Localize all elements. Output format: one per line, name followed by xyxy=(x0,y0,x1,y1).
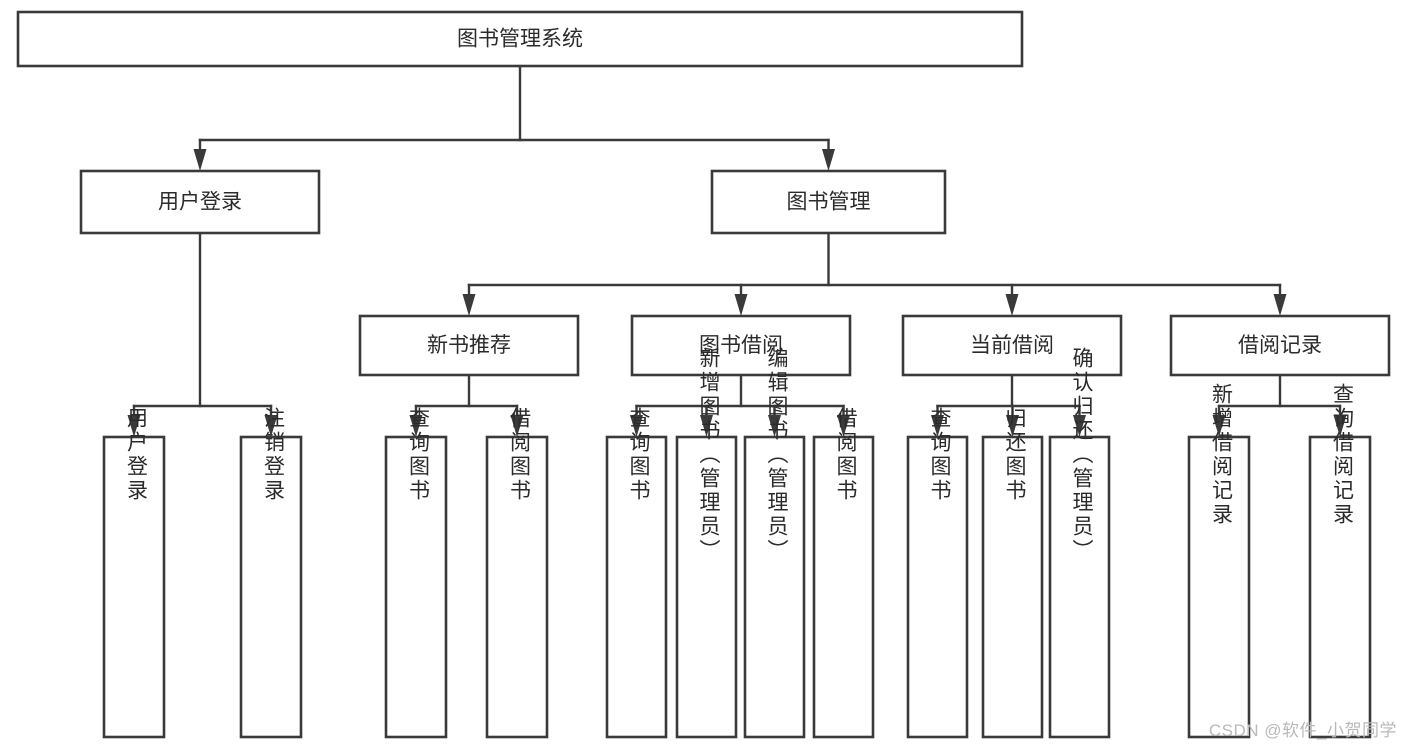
node-user-login[interactable]: 用户登录 xyxy=(79,169,321,235)
edge-group-borrow-record xyxy=(1212,373,1347,437)
edge-group-user-login xyxy=(127,231,278,437)
node-leaf-logout[interactable]: 注销登录 xyxy=(239,407,303,739)
node-label: 归还图书 xyxy=(1003,407,1027,503)
edge-group-current-borrow xyxy=(931,373,1086,437)
edge-arrowhead xyxy=(1273,294,1287,316)
edge-arrowhead xyxy=(1005,294,1019,316)
node-box xyxy=(485,435,549,739)
node-label: 查询图书 xyxy=(627,407,651,503)
edge-group-root xyxy=(193,64,835,171)
node-label: 查询图书 xyxy=(406,407,430,503)
node-box xyxy=(675,435,738,739)
node-label: 图书管理 xyxy=(787,191,871,214)
node-label: 用户登录 xyxy=(124,407,148,503)
node-box xyxy=(981,435,1044,739)
node-label: 注销登录 xyxy=(261,407,285,503)
node-leaf-return-book[interactable]: 归还图书 xyxy=(981,407,1044,739)
node-label: 新增借阅记录 xyxy=(1209,383,1233,527)
node-box xyxy=(710,169,947,235)
edge-arrowhead xyxy=(837,415,850,437)
node-box xyxy=(1187,435,1251,739)
edge-arrowhead xyxy=(768,415,781,437)
node-box xyxy=(630,314,852,377)
edge-arrowhead xyxy=(1333,415,1347,437)
node-box xyxy=(16,10,1024,68)
edge-arrowhead xyxy=(510,415,524,437)
node-label: 新增图书（管理员） xyxy=(697,347,721,563)
node-label: 借阅记录 xyxy=(1238,334,1322,357)
edge-arrowhead xyxy=(734,294,748,316)
edge-arrowhead xyxy=(931,415,944,437)
node-box xyxy=(901,314,1123,377)
node-leaf-query-record[interactable]: 查询借阅记录 xyxy=(1308,383,1372,739)
node-label: 编辑图书（管理员） xyxy=(765,347,789,563)
edge-arrowhead xyxy=(193,149,207,171)
node-label: 借阅图书 xyxy=(507,407,531,503)
node-new-book-rec[interactable]: 新书推荐 xyxy=(358,314,580,377)
node-label: 当前借阅 xyxy=(970,334,1054,357)
node-borrow-record[interactable]: 借阅记录 xyxy=(1169,314,1391,377)
node-box xyxy=(1048,435,1111,739)
node-label: 确认归还（管理员） xyxy=(1070,347,1094,563)
node-root[interactable]: 图书管理系统 xyxy=(16,10,1024,68)
node-box xyxy=(812,435,875,739)
edge-arrowhead xyxy=(822,149,835,171)
edge-arrowhead xyxy=(127,415,141,437)
edge-arrowhead xyxy=(264,415,278,437)
node-leaf-confirm-return[interactable]: 确认归还（管理员） xyxy=(1048,347,1111,739)
edge-arrowhead xyxy=(630,415,643,437)
node-current-borrow[interactable]: 当前借阅 xyxy=(901,314,1123,377)
node-leaf-query-book-1[interactable]: 查询图书 xyxy=(384,407,448,739)
edge-arrowhead xyxy=(1212,415,1226,437)
node-box xyxy=(1169,314,1391,377)
edge-group-book-borrow xyxy=(630,373,850,437)
node-label: 新书推荐 xyxy=(427,334,511,357)
edge-arrowhead xyxy=(1073,415,1086,437)
edge-arrowhead xyxy=(462,294,476,316)
node-box xyxy=(358,314,580,377)
node-leaf-borrow-book-2[interactable]: 借阅图书 xyxy=(812,407,875,739)
node-box xyxy=(743,435,806,739)
edge-arrowhead xyxy=(700,415,713,437)
edge-group-new-book-rec xyxy=(409,373,524,437)
node-book-manage[interactable]: 图书管理 xyxy=(710,169,947,235)
node-book-borrow[interactable]: 图书借阅 xyxy=(630,314,852,377)
node-leaf-add-record[interactable]: 新增借阅记录 xyxy=(1187,383,1251,739)
node-leaf-add-book[interactable]: 新增图书（管理员） xyxy=(675,347,738,739)
node-box xyxy=(102,435,166,739)
node-leaf-borrow-book-1[interactable]: 借阅图书 xyxy=(485,407,549,739)
edge-group-book-manage xyxy=(462,231,1287,316)
node-box xyxy=(384,435,448,739)
edges-layer xyxy=(127,64,1347,437)
node-leaf-query-book-2[interactable]: 查询图书 xyxy=(605,407,668,739)
node-label: 用户登录 xyxy=(158,191,242,214)
node-leaf-query-book-3[interactable]: 查询图书 xyxy=(906,407,969,739)
node-box xyxy=(906,435,969,739)
edge-arrowhead xyxy=(1006,415,1019,437)
node-label: 图书借阅 xyxy=(699,334,783,357)
node-label: 图书管理系统 xyxy=(457,28,583,51)
node-label: 查询借阅记录 xyxy=(1330,383,1354,527)
node-box xyxy=(239,435,303,739)
node-label: 查询图书 xyxy=(928,407,952,503)
node-label: 借阅图书 xyxy=(834,407,858,503)
node-box xyxy=(79,169,321,235)
node-leaf-edit-book[interactable]: 编辑图书（管理员） xyxy=(743,347,806,739)
node-box xyxy=(1308,435,1372,739)
node-box xyxy=(605,435,668,739)
node-leaf-user-login[interactable]: 用户登录 xyxy=(102,407,166,739)
edge-arrowhead xyxy=(409,415,423,437)
nodes-layer: 图书管理系统用户登录图书管理新书推荐图书借阅当前借阅借阅记录用户登录注销登录查询… xyxy=(16,10,1391,739)
